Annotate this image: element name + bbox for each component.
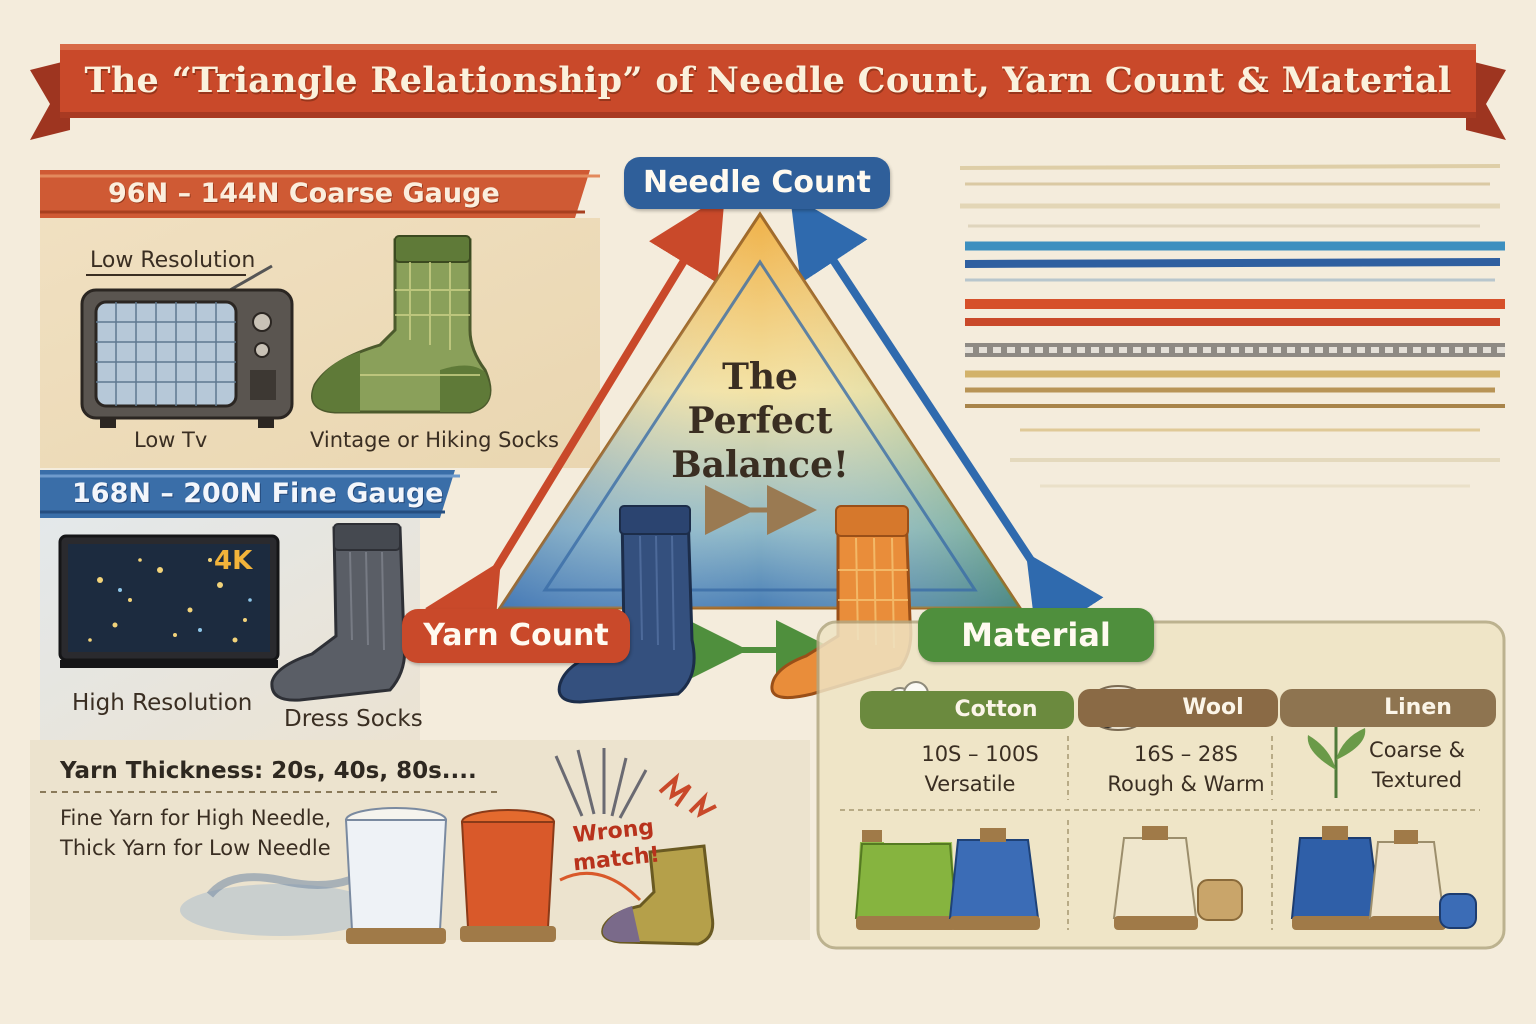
wrong-match-warning: Wrong match! [557,812,672,879]
needles-warning-icon [554,748,717,819]
center-text-line-3: Balance! [671,444,849,486]
triangle-arrows [425,193,1104,650]
label-underline [86,274,246,276]
cotton-description: Versatile [924,772,1016,796]
title-banner: The “Triangle Relationship” of Needle Co… [60,44,1476,118]
low-tv-caption: Low Tv [134,428,208,452]
material-spools [854,826,1477,930]
cotton-tag: Cotton [860,691,1074,729]
wool-count-range: 16S – 28S [1134,742,1238,766]
cotton-name: Cotton [954,697,1038,722]
orange-spool-illustration [460,809,556,942]
yarn-thickness-line-2: Thick Yarn for Low Needle [60,836,331,860]
needle-count-label: Needle Count [624,157,890,209]
center-text-line-2: Perfect [687,400,833,442]
white-spool-illustration [344,807,448,944]
title-ribbon-shape [30,44,1506,140]
4k-badge: 4K [214,546,253,576]
linen-line-2: Textured [1371,768,1463,792]
high-resolution-caption: High Resolution [72,690,253,716]
yarn-thickness-line-1: Fine Yarn for High Needle, [60,806,332,830]
wool-name: Wool [1182,695,1244,720]
wool-description: Rough & Warm [1107,772,1265,796]
yarn-strands-decoration [959,164,1505,488]
low-resolution-label: Low Resolution [90,248,256,273]
cotton-count-range: 10S – 100S [921,742,1039,766]
yarn-thickness-heading: Yarn Thickness: 20s, 40s, 80s.... [60,758,477,784]
page-title: The “Triangle Relationship” of Needle Co… [84,60,1452,101]
fine-gauge-banner: 168N – 200N Fine Gauge [72,478,444,509]
hiking-socks-caption: Vintage or Hiking Socks [310,428,559,452]
wool-tag: Wool [1078,689,1278,727]
center-text-line-1: The [722,356,798,398]
coarse-gauge-banner: 96N – 144N Coarse Gauge [108,178,500,209]
hd-tv-illustration [58,534,280,668]
yarn-count-label: Yarn Count [402,609,630,663]
linen-tag: Linen [1280,689,1496,727]
dress-sock-illustration [270,523,407,702]
dress-socks-caption: Dress Socks [284,706,423,732]
low-tv-illustration [80,264,294,428]
wrong-match-sock-illustration [559,844,715,946]
linen-line-1: Coarse & [1369,738,1465,762]
material-label: Material [918,608,1154,662]
linen-name: Linen [1384,695,1452,720]
